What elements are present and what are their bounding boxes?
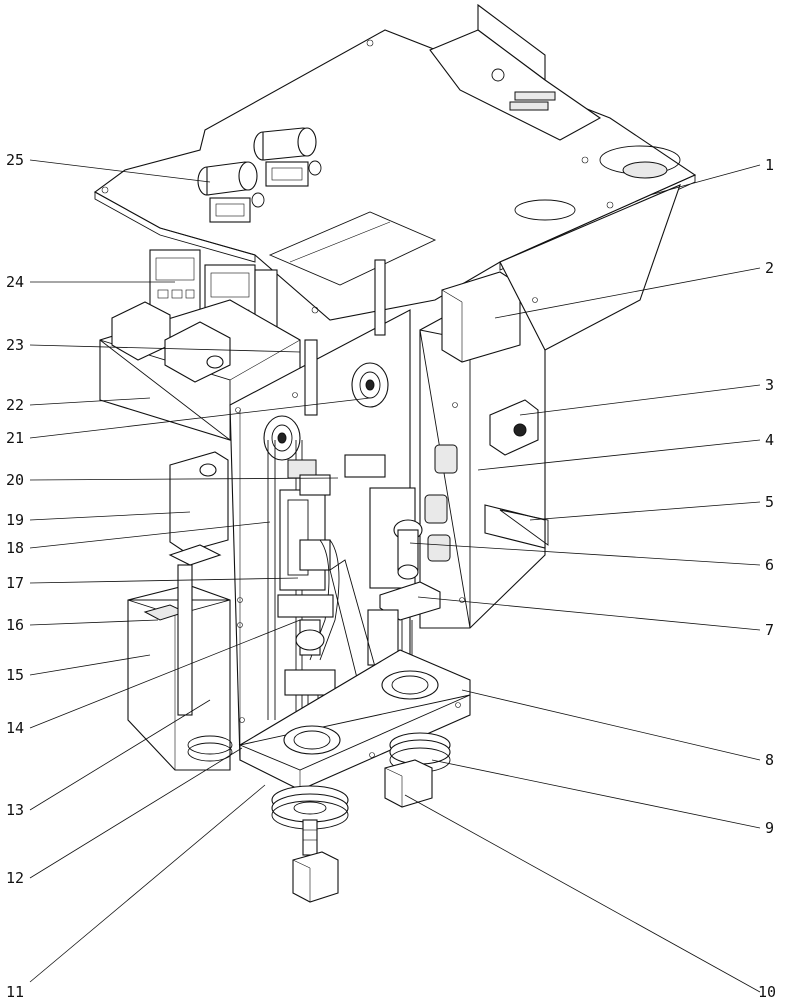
callout-3: 3 (765, 376, 774, 394)
callout-6: 6 (765, 556, 774, 574)
block-19 (169, 451, 229, 553)
solenoid-valve-2 (253, 127, 322, 187)
solenoid-valve-1 (197, 161, 265, 223)
clamp-block-20 (299, 454, 386, 496)
guide-bars-23 (304, 259, 386, 416)
callout-13: 13 (6, 801, 24, 819)
callout-1: 1 (765, 156, 774, 174)
callout-9: 9 (765, 819, 774, 837)
slider-carriage-17 (279, 459, 331, 591)
rear-bracket (429, 3, 602, 141)
callout-12: 12 (6, 869, 24, 887)
callout-22: 22 (6, 396, 24, 414)
connector-block (489, 399, 539, 456)
callout-25: 25 (6, 151, 24, 169)
lower-pulley-11 (271, 785, 349, 830)
lower-pulley-left-back (187, 735, 233, 762)
slide-rail (484, 504, 549, 549)
callout-21: 21 (6, 429, 24, 447)
callout-24: 24 (6, 273, 24, 291)
lower-pulley-9 (389, 732, 451, 773)
coupling-14 (277, 594, 336, 740)
callout-23: 23 (6, 336, 24, 354)
callout-2: 2 (765, 259, 774, 277)
callout-20: 20 (6, 471, 24, 489)
callout-10: 10 (758, 983, 776, 1000)
callout-11: 11 (6, 983, 24, 1000)
leader-lines (29, 159, 761, 993)
lower-shaft-left (302, 819, 318, 856)
sensor-block-left (292, 851, 339, 903)
callout-5: 5 (765, 493, 774, 511)
vertical-rod-13 (168, 544, 222, 716)
callout-8: 8 (765, 751, 774, 769)
sensor-block-10 (384, 759, 433, 808)
callout-7: 7 (765, 621, 774, 639)
right-carriage-6 (369, 487, 423, 589)
upper-pulley-right (351, 362, 389, 408)
callout-16: 16 (6, 616, 24, 634)
callout-18: 18 (6, 539, 24, 557)
callout-14: 14 (6, 719, 24, 737)
callout-15: 15 (6, 666, 24, 684)
upper-pulley-left (263, 415, 301, 461)
callout-4: 4 (765, 431, 774, 449)
pipe-bend (309, 539, 340, 661)
callout-17: 17 (6, 574, 24, 592)
base-plate-8 (238, 649, 471, 791)
mounting-block (441, 271, 521, 363)
callout-19: 19 (6, 511, 24, 529)
